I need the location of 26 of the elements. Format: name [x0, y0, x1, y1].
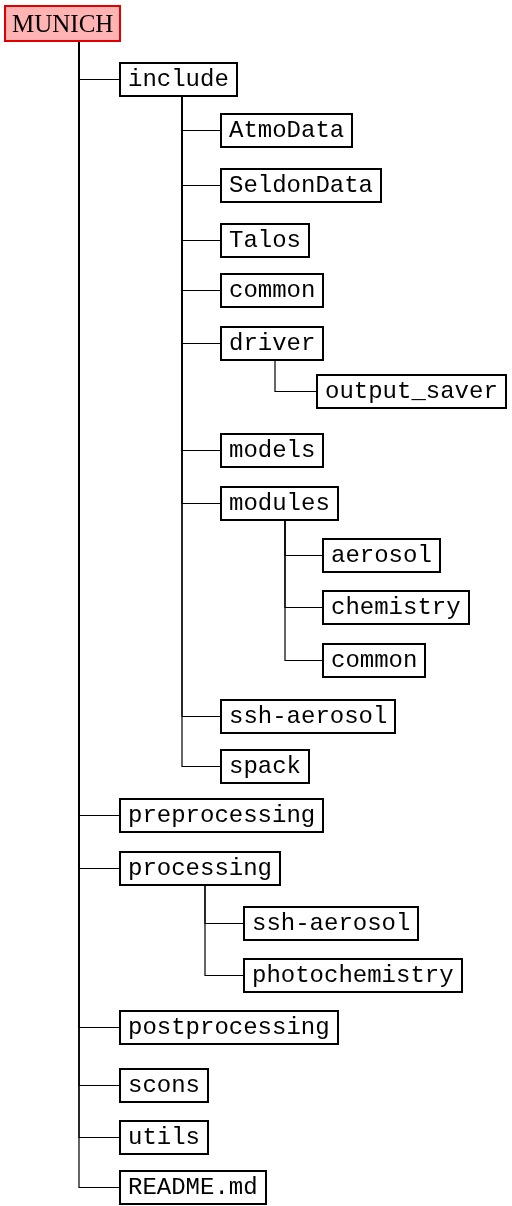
tree-connector [284, 520, 323, 662]
folder-box: utils [119, 1120, 209, 1155]
folder-box: common [322, 643, 427, 678]
tree-connector [274, 360, 317, 393]
folder-box: ssh-aerosol [220, 699, 397, 734]
folder-box: driver [220, 326, 325, 361]
folder-box: chemistry [322, 590, 470, 625]
folder-box: ssh-aerosol [243, 906, 420, 941]
folder-box: include [119, 62, 238, 97]
folder-box: SeldonData [220, 168, 383, 203]
folder-box: models [220, 433, 325, 468]
folder-box: spack [220, 749, 310, 784]
folder-box: preprocessing [119, 798, 325, 833]
folder-box: aerosol [322, 538, 441, 573]
folder-box: processing [119, 851, 282, 886]
tree-connector [204, 885, 244, 977]
folder-box: Talos [220, 223, 310, 258]
folder-box: common [220, 273, 325, 308]
folder-box: photochemistry [243, 958, 463, 993]
folder-box: modules [220, 486, 339, 521]
folder-box: AtmoData [220, 113, 354, 148]
folder-box: postprocessing [119, 1010, 339, 1045]
folder-box: scons [119, 1068, 209, 1103]
root-folder-box: MUNICH [4, 5, 122, 42]
folder-box: output_saver [316, 374, 507, 409]
folder-box: README.md [119, 1170, 267, 1205]
